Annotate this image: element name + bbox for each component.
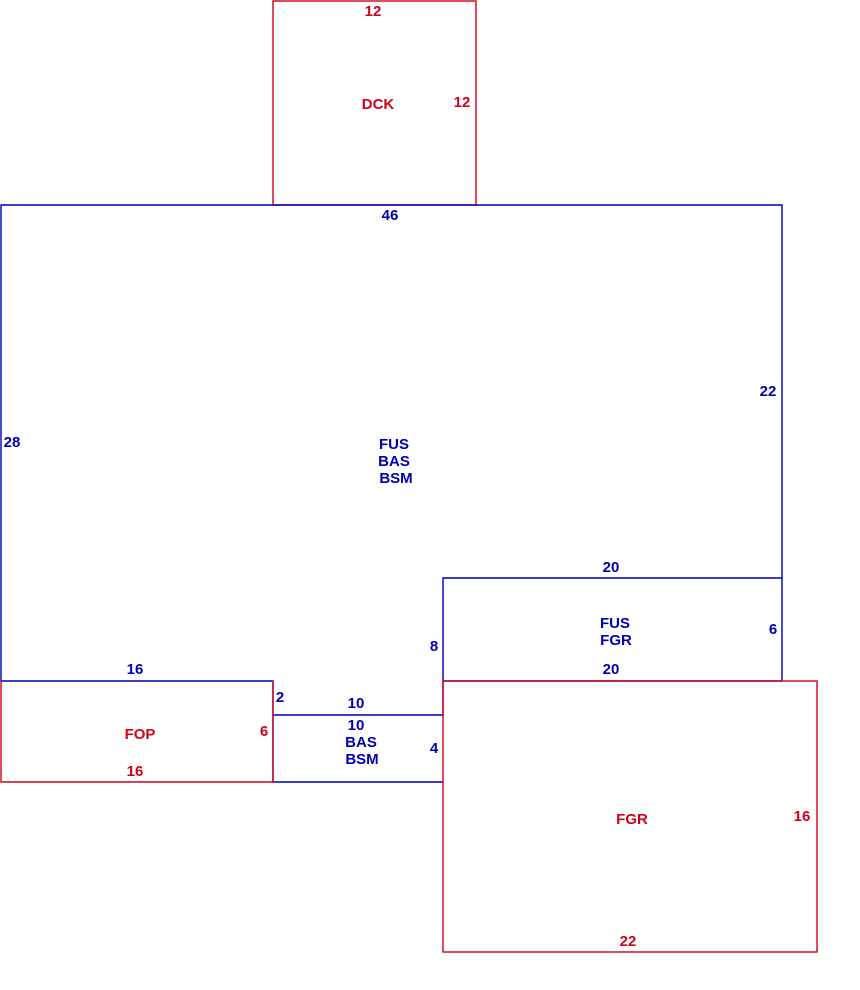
- connector-top-dimension: 10: [348, 717, 365, 734]
- main-code-2: BAS: [378, 453, 410, 470]
- garage-outline: [442, 680, 818, 953]
- deck-right-dimension: 12: [454, 94, 471, 111]
- fus-fgr-code-2: FGR: [600, 632, 632, 649]
- connector-right-dimension: 4: [430, 740, 439, 757]
- connector-code-1: BAS: [345, 734, 377, 751]
- porch-code: FOP: [125, 726, 156, 743]
- garage-right-dimension: 16: [794, 808, 811, 825]
- main-left-dimension: 28: [4, 434, 21, 451]
- main-fop-top-dimension: 16: [127, 661, 144, 678]
- main-code-1: FUS: [379, 436, 409, 453]
- main-step-dimension: 2: [276, 689, 284, 706]
- porch-right-dimension: 6: [260, 723, 268, 740]
- garage-code: FGR: [616, 811, 648, 828]
- main-top-dimension: 46: [382, 207, 399, 224]
- porch-bottom-dimension: 16: [127, 763, 144, 780]
- deck-top-dimension: 12: [365, 3, 382, 20]
- fus-fgr-code-1: FUS: [600, 615, 630, 632]
- garage-bottom-dimension: 22: [620, 933, 637, 950]
- connector-code-2: BSM: [345, 751, 378, 768]
- porch-outline: [0, 681, 274, 783]
- main-corridor-top-dimension: 10: [348, 695, 365, 712]
- deck-code: DCK: [362, 96, 395, 113]
- fop-top-wall: [1, 577, 782, 716]
- main-garage-top-dimension: 20: [603, 559, 620, 576]
- main-right-dimension: 22: [760, 383, 777, 400]
- main-structure-outline: [0, 204, 783, 681]
- main-code-3: BSM: [379, 470, 412, 487]
- fus-fgr-right-dimension: 6: [769, 621, 777, 638]
- fus-fgr-bottom-dimension: 20: [603, 661, 620, 678]
- main-garage-left-dimension: 8: [430, 638, 438, 655]
